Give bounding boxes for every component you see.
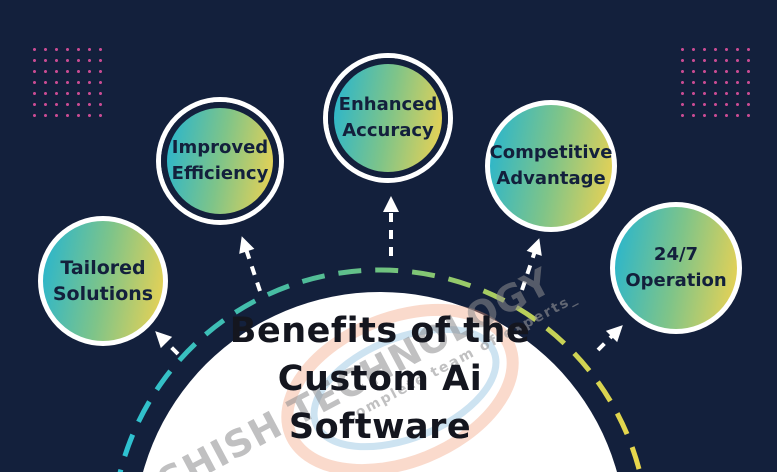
benefit-circle-tailored-solutions: Tailored Solutions (38, 216, 168, 346)
dot-grid-decoration-top-left (29, 44, 102, 117)
benefit-label: Competitive Advantage (489, 142, 613, 189)
arrow-to-247-operation (596, 325, 623, 352)
watermark-logo-swirl-icon (281, 303, 519, 472)
benefit-label: Enhanced Accuracy (338, 94, 438, 141)
benefit-label: Tailored Solutions (52, 257, 154, 305)
arrow-to-tailored-solutions (155, 331, 180, 356)
benefit-label: 24/7 Operation (625, 244, 727, 291)
benefit-circle-improved-efficiency: Improved Efficiency (161, 102, 279, 220)
benefit-label: Improved Efficiency (171, 137, 269, 184)
dashed-gradient-arc (117, 267, 643, 472)
benefit-circle-enhanced-accuracy: Enhanced Accuracy (328, 58, 448, 178)
page-title: Benefits of the Custom Ai Software (229, 311, 531, 447)
benefit-circle-247-operation: 24/7 Operation (610, 202, 742, 334)
benefit-circle-competitive-advantage: Competitive Advantage (485, 100, 617, 232)
dot-grid-decoration-top-right (677, 44, 750, 117)
white-dome (143, 292, 617, 472)
arrow-to-improved-efficiency (239, 236, 262, 292)
arrow-to-competitive-advantage (520, 238, 542, 291)
